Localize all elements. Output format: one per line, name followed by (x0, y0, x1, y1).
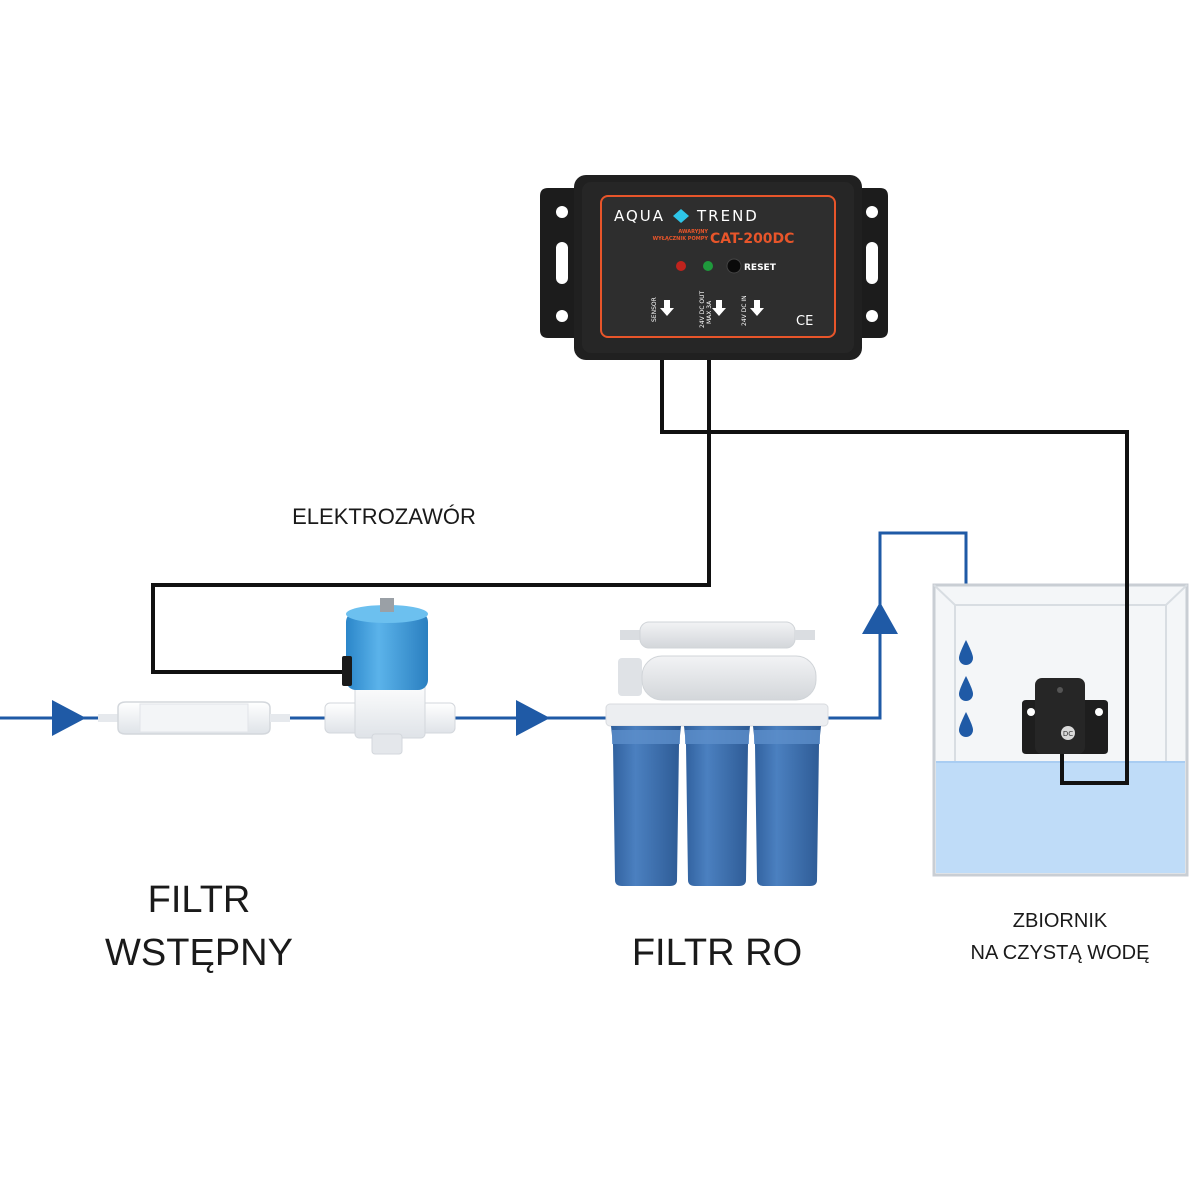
reset-label: RESET (744, 263, 777, 273)
flow-arrow-icon (52, 700, 86, 736)
status-led-green (703, 261, 713, 271)
device-subtitle-line2: WYŁĄCZNIK POMPY (653, 236, 709, 242)
arrow-down-icon (712, 300, 726, 316)
label-filtr-wstepny-line1: FILTR (148, 879, 251, 921)
brand-diamond-icon (673, 209, 689, 223)
device-model: CAT-200DC (710, 231, 794, 247)
reset-button[interactable] (726, 258, 742, 274)
port-label-sensor: SENSOR (651, 297, 658, 322)
pre-filter-cartridge (98, 701, 290, 735)
ro-filter-system (605, 621, 829, 886)
port-label-in: 24V DC IN (741, 295, 748, 326)
label-filtr-ro: FILTR RO (632, 932, 802, 974)
label-elektrozawor: ELEKTROZAWÓR (292, 504, 476, 529)
ce-mark: CE (796, 314, 813, 329)
sensor-mark: DC (1063, 730, 1073, 738)
label-filtr-wstepny-line2: WSTĘPNY (105, 932, 293, 974)
controller-cat-200dc: AQUA TREND AWARYJNY WYŁĄCZNIK POMPY CAT-… (540, 175, 888, 360)
arrow-down-icon (750, 300, 764, 316)
water-line (0, 531, 968, 720)
status-led-red (676, 261, 686, 271)
device-subtitle-line1: AWARYJNY (678, 229, 708, 235)
brand-name-right: TREND (696, 207, 759, 225)
water-level-sensor: DC (1022, 678, 1108, 754)
solenoid-valve (324, 598, 456, 755)
brand-name-left: AQUA (614, 207, 665, 225)
label-zbiornik-line2: NA CZYSTĄ WODĘ (971, 942, 1150, 964)
arrow-down-icon (660, 300, 674, 316)
port-label-out-line2: MAX 3A (706, 300, 713, 324)
port-label-out-line1: 24V DC OUT (699, 291, 706, 328)
label-zbiornik-line1: ZBIORNIK (1013, 910, 1108, 932)
water-drop-icon (959, 640, 973, 737)
flow-arrow-icon (516, 700, 550, 736)
wire (151, 360, 1129, 785)
flow-arrow-icon (862, 602, 898, 634)
